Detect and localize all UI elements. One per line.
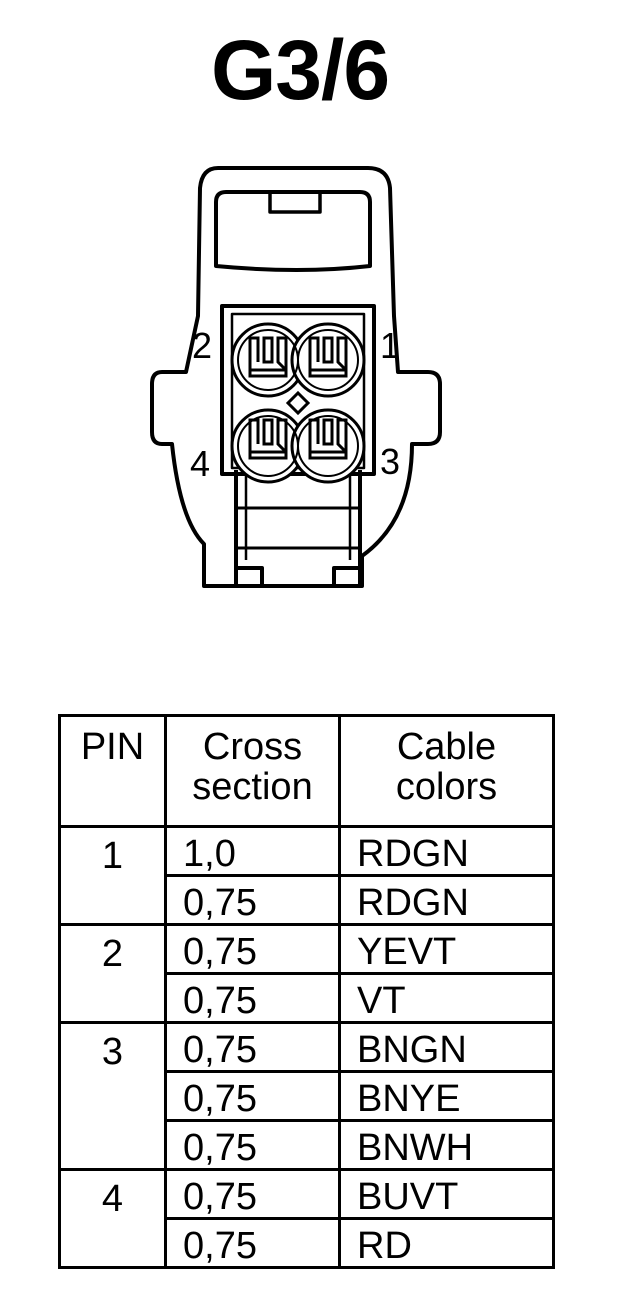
cable-color-cell: BUVT <box>338 1168 554 1219</box>
terminal-2 <box>248 336 288 378</box>
header-cable-colors: Cable colors <box>338 715 554 828</box>
pin-label-3: 3 <box>380 441 400 482</box>
foot-right <box>332 560 362 586</box>
cable-color-cell: RDGN <box>338 825 554 876</box>
cross-section-cell: 0,75 <box>164 1119 340 1170</box>
header-cross-section: Cross section <box>164 715 340 828</box>
connector-title: G3/6 <box>210 23 390 117</box>
pin-number-cell: 1 <box>59 825 166 925</box>
cable-color-cell: VT <box>338 972 554 1023</box>
cross-section-cell: 0,75 <box>164 972 340 1023</box>
pin-label-4: 4 <box>190 443 210 484</box>
pin-cavity-frame <box>220 304 376 476</box>
cable-color-cell: YEVT <box>338 923 554 974</box>
center-key-diamond <box>285 390 311 416</box>
cable-color-cell: BNWH <box>338 1119 554 1170</box>
latch-window <box>214 190 372 272</box>
pin-socket-1 <box>290 322 366 398</box>
cable-color-cell: RD <box>338 1217 554 1268</box>
cable-color-cell: BNGN <box>338 1021 554 1072</box>
cable-color-cell: BNYE <box>338 1070 554 1121</box>
terminal-4 <box>248 418 288 460</box>
terminal-3 <box>308 418 348 460</box>
pin-label-2: 2 <box>192 325 212 366</box>
pin-number-cell: 2 <box>59 923 166 1023</box>
cross-section-cell: 1,0 <box>164 825 340 876</box>
cross-section-cell: 0,75 <box>164 874 340 925</box>
latch-tab <box>268 190 322 214</box>
connector-diagram: 2 1 4 3 <box>150 166 442 588</box>
cross-section-cell: 0,75 <box>164 1070 340 1121</box>
pin-number-cell: 4 <box>59 1168 166 1268</box>
terminal-1 <box>308 336 348 378</box>
pin-label-1: 1 <box>380 325 400 366</box>
cable-color-cell: RDGN <box>338 874 554 925</box>
table-header-row: PIN Cross section Cable colors <box>59 715 554 828</box>
header-pin: PIN <box>59 715 166 828</box>
pin-number-cell: 3 <box>59 1021 166 1170</box>
cross-section-cell: 0,75 <box>164 923 340 974</box>
cross-section-cell: 0,75 <box>164 1217 340 1268</box>
cross-section-cell: 0,75 <box>164 1168 340 1219</box>
foot-left <box>234 560 264 586</box>
cross-section-cell: 0,75 <box>164 1021 340 1072</box>
